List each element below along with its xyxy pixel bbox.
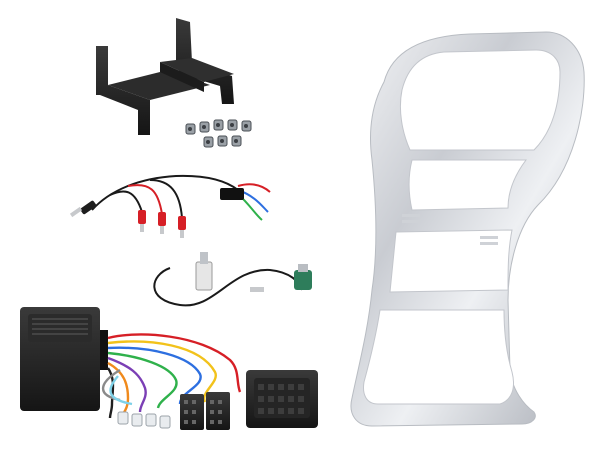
harness-wires xyxy=(101,333,242,419)
steering-interface-box xyxy=(20,307,108,411)
antenna-adapter-cable xyxy=(153,252,312,307)
mounting-screws xyxy=(185,119,252,148)
vehicle-harness-connector xyxy=(246,370,318,428)
iso-harness-connectors xyxy=(180,392,230,430)
steering-control-patch-lead xyxy=(69,174,271,238)
loose-terminals xyxy=(117,411,171,429)
fascia-panel xyxy=(350,31,585,427)
mounting-bracket-right xyxy=(160,18,234,104)
